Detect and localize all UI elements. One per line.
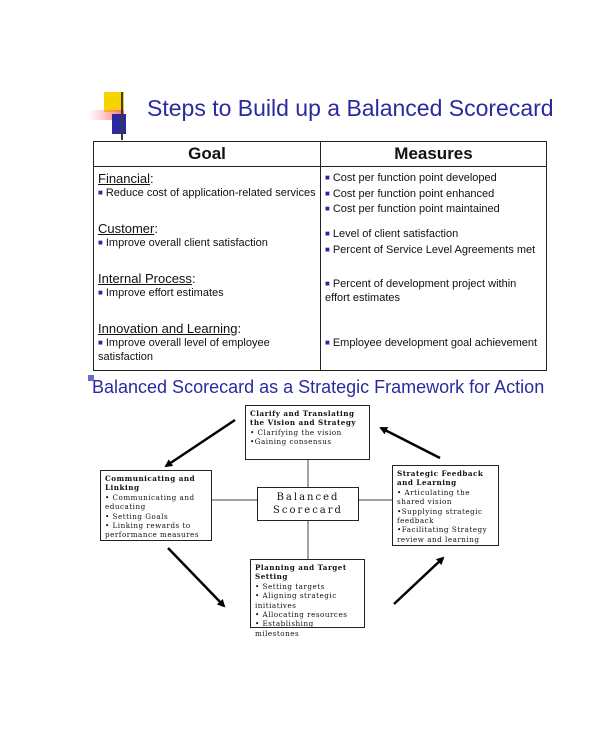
box-heading: Clarify and Translating [250, 409, 355, 418]
framework-title-text: Balanced Scorecard as a Strategic Framew… [92, 377, 545, 397]
box-item: • Establishing milestones [255, 619, 314, 638]
arrow-top-to-left [164, 418, 236, 468]
scorecard-table: Goal Measures Financial: ■Reduce cost of… [93, 141, 547, 371]
goal-item: Improve overall client satisfaction [105, 237, 268, 249]
bullet-icon: ■ [325, 279, 330, 288]
column-header-goal: Goal [93, 141, 321, 167]
bullet-icon: ■ [98, 338, 103, 347]
measure-item: Cost per function point developed [332, 172, 497, 184]
box-strategic-feedback: Strategic Feedback and Learning • Articu… [392, 465, 499, 546]
bullet-icon: ■ [98, 238, 103, 247]
goal-column: Financial: ■Reduce cost of application-r… [93, 166, 321, 371]
box-item: • Aligning strategic [255, 591, 337, 601]
goal-item: Reduce cost of application-related servi… [105, 187, 316, 199]
logo-squares-icon [88, 92, 126, 140]
box-item: • Setting Goals [105, 511, 169, 521]
arrow-right-to-top [379, 426, 441, 460]
box-heading: the Vision and Strategy [250, 418, 357, 428]
bullet-icon: ■ [325, 173, 330, 182]
box-item: •Gaining consensus [250, 437, 332, 447]
goal-heading: Internal Process [98, 271, 192, 286]
center-balanced-scorecard: Balanced Scorecard [257, 487, 359, 521]
bullet-icon: ■ [325, 229, 330, 238]
framework-title: Balanced Scorecard as a Strategic Framew… [88, 375, 545, 398]
box-heading: Communicating and [105, 474, 196, 483]
box-item: performance measures [105, 530, 200, 540]
arrow-bottom-to-right [393, 556, 445, 605]
box-heading: Strategic Feedback [397, 469, 484, 478]
box-clarify-vision: Clarify and Translating the Vision and S… [245, 405, 370, 460]
bullet-icon: ■ [98, 188, 103, 197]
measure-group-financial: ■Cost per function point developed ■Cost… [325, 171, 542, 221]
box-item: •Facilitating Strategy [397, 525, 488, 535]
measures-column: ■Cost per function point developed ■Cost… [321, 167, 547, 371]
goal-group-financial: Financial: ■Reduce cost of application-r… [98, 171, 316, 209]
box-heading: Setting [255, 572, 288, 582]
box-item: •Supplying strategic [397, 506, 483, 516]
goal-heading: Financial [98, 171, 151, 186]
goal-heading-suffix: : [150, 171, 154, 186]
box-item: • Allocating resources [255, 610, 348, 620]
title-marker-icon [88, 375, 94, 381]
measure-group-customer: ■Level of client satisfaction ■Percent o… [325, 221, 542, 277]
box-item: educating [105, 502, 146, 512]
box-heading: Linking [105, 483, 140, 493]
box-item: review and learning [397, 534, 480, 544]
box-item: shared vision [397, 497, 452, 507]
box-item: feedback [397, 516, 435, 526]
box-item: initiatives [255, 600, 297, 610]
bullet-icon: ■ [98, 288, 103, 297]
box-heading: Planning and Target [255, 563, 347, 572]
goal-heading-suffix: : [191, 271, 196, 286]
center-label: Scorecard [273, 505, 343, 516]
arrow-left-to-bottom [167, 547, 226, 608]
box-heading: and Learning [397, 478, 457, 488]
goal-group-internal-process: Internal Process: ■Improve effort estima… [98, 271, 316, 309]
measure-item: Percent of Service Level Agreements met [332, 243, 536, 256]
goal-group-customer: Customer: ■Improve overall client satisf… [98, 221, 316, 259]
column-header-measures: Measures [320, 141, 547, 167]
box-item: • Articulating the [397, 487, 471, 497]
bullet-icon: ■ [325, 204, 330, 213]
goal-item: Improve overall level of employee satisf… [98, 337, 270, 363]
measure-item: Employee development goal achievement [332, 337, 538, 349]
measure-group-innovation: ■Employee development goal achievement [325, 333, 542, 350]
measure-item: Percent of development project within ef… [325, 278, 517, 304]
center-label: Balanced [276, 492, 340, 503]
box-item: • Setting targets [255, 581, 325, 591]
box-planning-target: Planning and Target Setting • Setting ta… [250, 559, 365, 638]
measure-item: Cost per function point enhanced [332, 187, 495, 200]
box-item: • Communicating and [105, 492, 195, 502]
goal-heading: Customer [98, 221, 155, 236]
box-item: • Linking rewards to [105, 521, 191, 531]
bullet-icon: ■ [325, 244, 330, 254]
goal-item: Improve effort estimates [105, 287, 224, 299]
goal-heading-suffix: : [154, 221, 158, 236]
page-title: Steps to Build up a Balanced Scorecard [147, 95, 554, 121]
goal-group-innovation: Innovation and Learning: ■Improve overal… [98, 321, 316, 364]
bullet-icon: ■ [325, 338, 330, 347]
measure-item: Cost per function point maintained [332, 203, 500, 215]
box-communicating-linking: Communicating and Linking • Communicatin… [100, 470, 212, 541]
measure-item: Level of client satisfaction [332, 228, 459, 240]
bullet-icon: ■ [325, 188, 330, 198]
goal-heading-suffix: : [237, 321, 242, 336]
goal-heading: Innovation and Learning [98, 321, 238, 336]
measure-group-internal-process: ■Percent of development project within e… [325, 277, 542, 333]
box-item: • Clarifying the vision [250, 427, 342, 437]
